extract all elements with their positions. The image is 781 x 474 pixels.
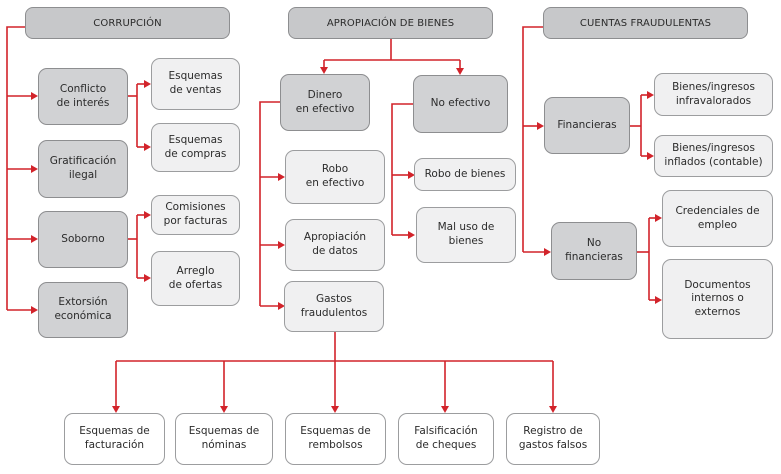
arrowhead-down-icon bbox=[441, 406, 449, 413]
node-bienes-ingresos-infravalorados: Bienes/ingresos infravalorados bbox=[654, 73, 773, 116]
node-dinero-en-efectivo: Dinero en efectivo bbox=[280, 74, 370, 131]
arrowhead-right-icon bbox=[31, 306, 38, 314]
arrowhead-right-icon bbox=[31, 92, 38, 100]
node-soborno: Soborno bbox=[38, 211, 128, 268]
arrowhead-right-icon bbox=[647, 152, 654, 160]
arrowhead-right-icon bbox=[647, 91, 654, 99]
arrowhead-down-icon bbox=[456, 68, 464, 75]
arrowhead-down-icon bbox=[220, 406, 228, 413]
arrowhead-right-icon bbox=[144, 274, 151, 282]
node-mal-uso-de-bienes: Mal uso de bienes bbox=[416, 207, 516, 263]
node-no-efectivo: No efectivo bbox=[413, 75, 508, 133]
node-esquemas-de-ventas: Esquemas de ventas bbox=[151, 58, 240, 110]
node-falsificacion-de-cheques: Falsificación de cheques bbox=[398, 413, 494, 465]
arrowhead-right-icon bbox=[31, 235, 38, 243]
node-registro-de-gastos-falsos: Registro de gastos falsos bbox=[506, 413, 600, 465]
arrowhead-right-icon bbox=[144, 80, 151, 88]
arrowhead-right-icon bbox=[278, 173, 285, 181]
arrowhead-down-icon bbox=[320, 67, 328, 74]
node-comisiones-por-facturas: Comisiones por facturas bbox=[151, 195, 240, 235]
node-esquemas-de-rembolsos: Esquemas de rembolsos bbox=[285, 413, 386, 465]
header-corrupcion: CORRUPCIÓN bbox=[25, 7, 230, 39]
arrowhead-right-icon bbox=[278, 241, 285, 249]
node-esquemas-de-nominas: Esquemas de nóminas bbox=[175, 413, 273, 465]
node-no-financieras: No financieras bbox=[551, 222, 637, 280]
node-gastos-fraudulentos: Gastos fraudulentos bbox=[284, 281, 384, 332]
arrowhead-down-icon bbox=[112, 406, 120, 413]
arrowhead-down-icon bbox=[549, 406, 557, 413]
arrowhead-right-icon bbox=[655, 296, 662, 304]
node-esquemas-de-facturacion: Esquemas de facturación bbox=[64, 413, 165, 465]
no-efectivo-trunk bbox=[391, 103, 413, 235]
node-robo-en-efectivo: Robo en efectivo bbox=[285, 150, 385, 204]
node-gratificacion-ilegal: Gratificación ilegal bbox=[38, 140, 128, 198]
arrowhead-right-icon bbox=[144, 143, 151, 151]
dinero-trunk bbox=[259, 101, 280, 306]
arrowhead-right-icon bbox=[544, 248, 551, 256]
arrowhead-right-icon bbox=[31, 165, 38, 173]
header-apropiacion-de-bienes: APROPIACIÓN DE BIENES bbox=[288, 7, 493, 39]
node-credenciales-de-empleo: Credenciales de empleo bbox=[662, 190, 773, 247]
header-cuentas-fraudulentas: CUENTAS FRAUDULENTAS bbox=[543, 7, 748, 39]
node-arreglo-de-ofertas: Arreglo de ofertas bbox=[151, 251, 240, 306]
arrowhead-right-icon bbox=[408, 231, 415, 239]
cuentas-trunk bbox=[522, 26, 543, 252]
node-robo-de-bienes: Robo de bienes bbox=[414, 158, 516, 191]
arrowhead-right-icon bbox=[144, 211, 151, 219]
node-esquemas-de-compras: Esquemas de compras bbox=[151, 123, 240, 172]
node-apropiacion-de-datos: Apropiación de datos bbox=[285, 219, 385, 271]
node-extorsion-economica: Extorsión económica bbox=[38, 282, 128, 338]
node-bienes-ingresos-inflados: Bienes/ingresos inflados (contable) bbox=[654, 135, 773, 177]
arrowhead-right-icon bbox=[537, 122, 544, 130]
arrowhead-right-icon bbox=[655, 214, 662, 222]
node-conflicto-de-interes: Conflicto de interés bbox=[38, 68, 128, 125]
node-documentos-internos-o-externos: Documentos internos o externos bbox=[662, 259, 773, 339]
corrupcion-trunk bbox=[6, 26, 25, 310]
node-financieras: Financieras bbox=[544, 97, 630, 154]
arrowhead-down-icon bbox=[331, 406, 339, 413]
